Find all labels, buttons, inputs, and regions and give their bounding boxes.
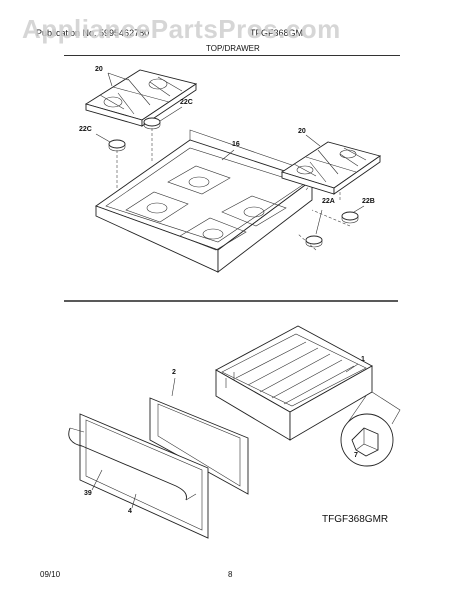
section-title: TOP/DRAWER [206, 44, 260, 53]
callout-7-glide: 7 [354, 452, 358, 459]
diagram-code: TFGF368GMR [322, 514, 389, 525]
right-burner-grate [280, 141, 382, 195]
left-burner-grate [84, 69, 198, 127]
callout-22b: 22B [362, 198, 375, 205]
burner-cap-22c-left [108, 139, 126, 152]
burner-cap-22a [305, 235, 323, 248]
callout-4-front: 4 [128, 508, 132, 515]
drawer-liner-frame [149, 397, 249, 495]
callout-39-handle: 39 [84, 490, 92, 497]
callout-16-cooktop: 16 [232, 141, 240, 148]
callout-20-right-grate: 20 [298, 128, 306, 135]
burner-cap-22c-right [143, 117, 161, 130]
callout-1-drawer: 1 [361, 356, 365, 363]
burner-cap-22b [341, 211, 359, 224]
callout-22a: 22A [322, 198, 335, 205]
cooktop-main-top [95, 129, 313, 273]
footer-date: 09/10 [40, 570, 61, 579]
callout-22c-right: 22C [180, 99, 193, 106]
storage-drawer-body [215, 325, 373, 441]
callout-20-left-grate: 20 [95, 66, 103, 73]
publication-number: Publication No. 5995462780 [36, 28, 150, 38]
drawer-glide-detail [340, 413, 394, 467]
model-number-header: TFGF368GM [250, 28, 304, 38]
footer-page-number: 8 [228, 570, 233, 579]
callout-22c-left: 22C [79, 126, 92, 133]
drawer-front-panel [68, 413, 209, 539]
watermark: AppliancePartsPros.com [22, 14, 341, 44]
header-rule [64, 55, 400, 56]
callout-2-liner: 2 [172, 369, 176, 376]
